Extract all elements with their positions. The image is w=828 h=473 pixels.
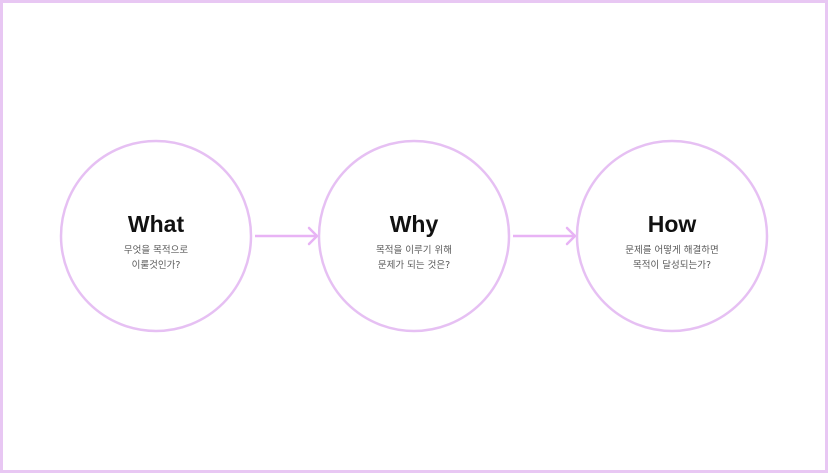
node-how-desc-line2: 목적이 달성되는가? <box>633 259 711 271</box>
node-what-circle <box>59 139 253 333</box>
node-what-title: What <box>128 211 185 237</box>
node-how-desc-line1: 문제를 어떻게 해결하면 <box>625 244 718 256</box>
node-what-desc-line1: 무엇을 목적으로 <box>124 244 188 256</box>
arrow-what-to-why-head <box>307 226 319 246</box>
arrow-what-to-why <box>255 226 319 246</box>
node-why-desc-line1: 목적을 이루기 위해 <box>376 244 452 256</box>
node-how: How 문제를 어떻게 해결하면 목적이 달성되는가? <box>575 139 769 333</box>
arrow-why-to-how-head <box>565 226 577 246</box>
arrow-why-to-how <box>513 226 577 246</box>
node-what-desc-line2: 이룰것인가? <box>132 260 181 271</box>
node-why: Why 목적을 이루기 위해 문제가 되는 것은? <box>317 139 511 333</box>
node-how-circle <box>575 139 769 333</box>
node-why-title: Why <box>390 211 439 237</box>
node-why-circle <box>317 139 511 333</box>
node-how-title: How <box>648 211 697 237</box>
node-why-desc-line2: 문제가 되는 것은? <box>378 260 450 271</box>
node-what: What 무엇을 목적으로 이룰것인가? <box>59 139 253 333</box>
